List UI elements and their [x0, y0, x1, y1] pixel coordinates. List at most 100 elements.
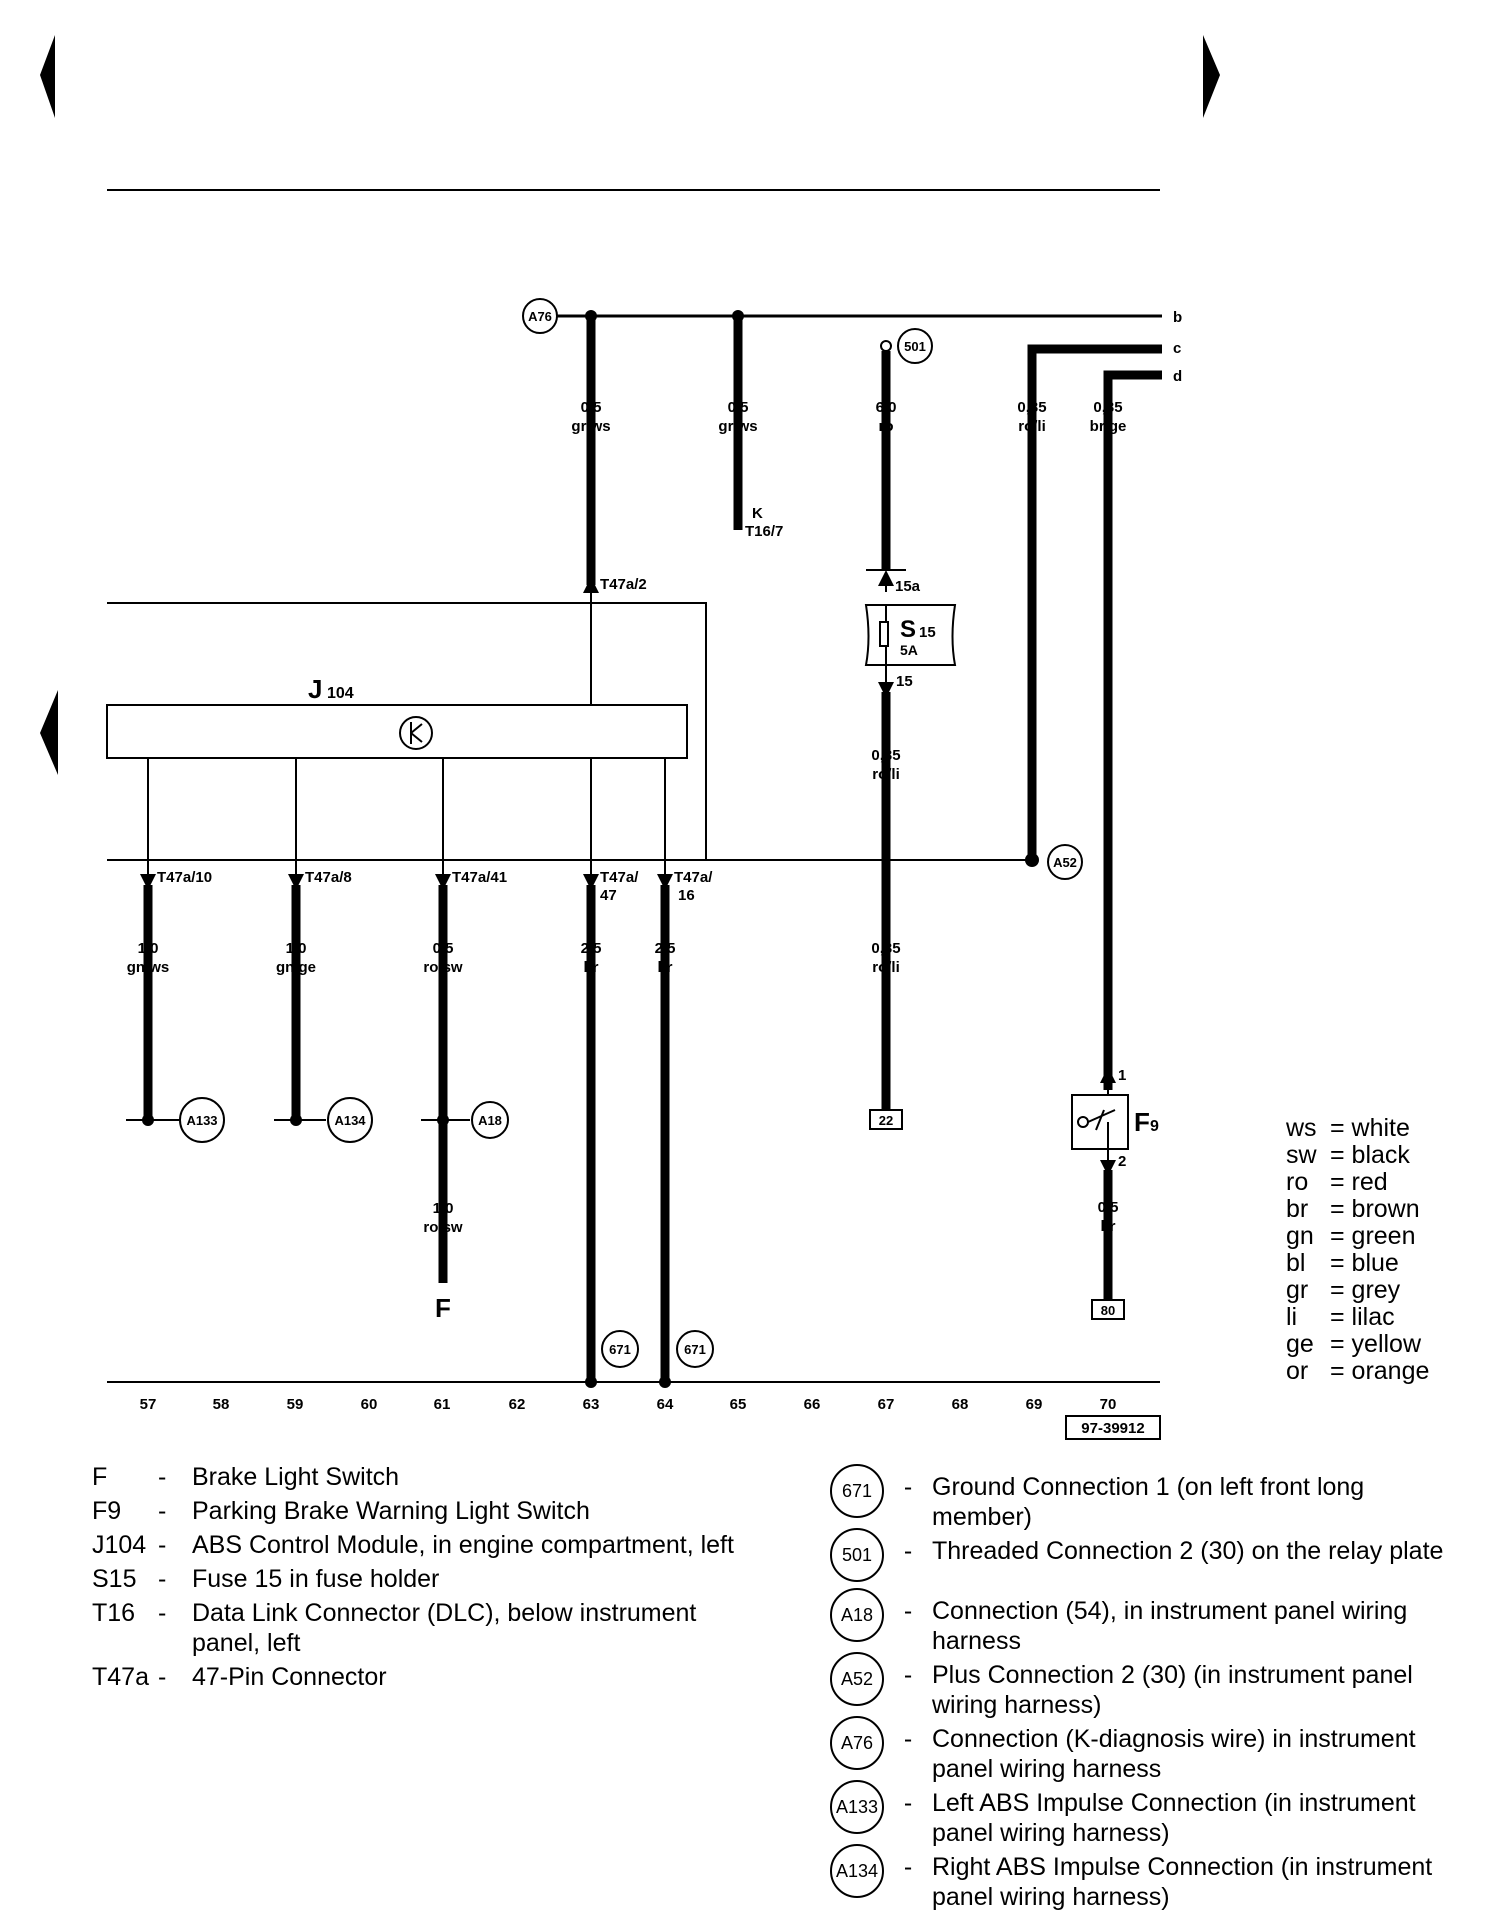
wire-w6-color: ro/li — [872, 766, 900, 783]
svg-text:A76: A76 — [528, 309, 552, 324]
color-key-row: gn= green — [1286, 1222, 1416, 1250]
track-number: 65 — [730, 1396, 747, 1413]
wire-w11-size: 2,5 — [581, 940, 602, 957]
color-key-row: br= brown — [1286, 1195, 1420, 1223]
pin-t47a-16-b: 16 — [678, 887, 695, 904]
fuse-label: S — [900, 616, 916, 643]
wire-w1-size: 0,5 — [581, 399, 602, 416]
box-22: 22 — [869, 1109, 903, 1130]
connection-ref-circle: A134 — [830, 1844, 884, 1898]
wire-w1-color: gr/ws — [571, 418, 610, 435]
track-number: 59 — [287, 1396, 304, 1413]
module-symbol-icon — [399, 716, 433, 750]
switch-f-label: F — [435, 1293, 451, 1323]
svg-text:671: 671 — [684, 1342, 706, 1357]
track-number: 63 — [583, 1396, 600, 1413]
dlc-pin: T16/7 — [745, 523, 783, 540]
svg-text:501: 501 — [904, 339, 926, 354]
wire-w4-color: ro/li — [1018, 418, 1046, 435]
wire-w6-size: 0,35 — [871, 747, 900, 764]
track-number: 69 — [1026, 1396, 1043, 1413]
wire-w13-color: ro/sw — [423, 1219, 463, 1236]
wire-w14-color: br — [1101, 1218, 1116, 1235]
bus-c-label: c — [1173, 340, 1181, 357]
switch-f9: F 9 — [1071, 1094, 1159, 1150]
color-key-row: li= lilac — [1286, 1303, 1395, 1331]
track-number: 70 — [1100, 1396, 1117, 1413]
wire-w8-size: 1,0 — [138, 940, 159, 957]
svg-text:22: 22 — [879, 1113, 893, 1128]
module-label: J — [308, 674, 322, 704]
legend-item: T16-Data Link Connector (DLC), below ins… — [92, 1599, 697, 1657]
switch-f9-sub: 9 — [1150, 1118, 1159, 1135]
ground-671-b: 671 — [676, 1330, 714, 1368]
connection-legend-item: A133-Left ABS Impulse Connection (in ins… — [830, 1780, 1470, 1848]
prev-page-arrow-icon[interactable] — [40, 35, 55, 118]
module-j104 — [106, 704, 688, 759]
track-number: 66 — [804, 1396, 821, 1413]
track-number: 67 — [878, 1396, 895, 1413]
pin-t47a-47-a: T47a/ — [600, 869, 639, 886]
connection-legend-item: A18-Connection (54), in instrument panel… — [830, 1588, 1470, 1656]
junction-dot — [290, 1114, 302, 1126]
dlc-letter: K — [752, 505, 763, 522]
track-number: 61 — [434, 1396, 451, 1413]
fuse-sub: 15 — [919, 624, 936, 641]
legend-item: J104-ABS Control Module, in engine compa… — [92, 1531, 734, 1559]
wire-w5-color: br/ge — [1090, 418, 1127, 435]
wire-w13-size: 1,0 — [433, 1200, 454, 1217]
wire-w10-size: 0,5 — [433, 940, 454, 957]
connection-ref-circle: A76 — [830, 1716, 884, 1770]
wire-w12-size: 2,5 — [655, 940, 676, 957]
module-frame — [107, 602, 707, 860]
bus-b-label: b — [1173, 309, 1182, 326]
continue-left-arrow-icon — [40, 690, 58, 775]
connector-a134: A134 — [327, 1097, 373, 1143]
next-page-arrow-icon[interactable] — [1203, 35, 1220, 118]
svg-text:A134: A134 — [334, 1113, 366, 1128]
connection-ref-circle: 671 — [830, 1464, 884, 1518]
box-80: 80 — [1091, 1299, 1125, 1320]
terminal-open — [880, 340, 892, 352]
wire-w9-size: 1,0 — [286, 940, 307, 957]
junction-dot — [585, 1376, 597, 1388]
junction-dot — [142, 1114, 154, 1126]
bus-d-label: d — [1173, 368, 1182, 385]
fuse-pin-in: 15a — [895, 578, 921, 595]
legend-item: F9-Parking Brake Warning Light Switch — [92, 1497, 590, 1525]
switch-pin2: 2 — [1118, 1153, 1126, 1170]
pin-t47a-2: T47a/2 — [600, 576, 647, 593]
fuse-rating: 5A — [900, 642, 918, 658]
svg-text:A133: A133 — [186, 1113, 217, 1128]
pin-t47a-10: T47a/10 — [157, 869, 212, 886]
connector-a133: A133 — [179, 1097, 225, 1143]
color-key-row: gr= grey — [1286, 1276, 1401, 1304]
wire-w14-size: 0,5 — [1098, 1199, 1119, 1216]
pin-t47a-41: T47a/41 — [452, 869, 507, 886]
pin-t47a-16-a: T47a/ — [674, 869, 713, 886]
connector-a76: A76 — [522, 298, 558, 334]
connection-ref-circle: A18 — [830, 1588, 884, 1642]
wiring-diagram: b c d A76 0,5 gr/ws T47a/2 0,5 gr/ws K T… — [40, 35, 1220, 1440]
module-sub: 104 — [327, 685, 354, 702]
component-legend: F-Brake Light Switch F9-Parking Brake Wa… — [92, 1462, 752, 1696]
wire-w9-color: gn/ge — [276, 959, 316, 976]
connection-legend-item: A76-Connection (K-diagnosis wire) in ins… — [830, 1716, 1470, 1784]
track-number: 68 — [952, 1396, 969, 1413]
bus-c — [1027, 344, 1162, 860]
legend-item: F-Brake Light Switch — [92, 1463, 400, 1491]
connection-legend-item: 671-Ground Connection 1 (on left front l… — [830, 1464, 1470, 1532]
connection-ref-circle: 501 — [830, 1528, 884, 1582]
connector-a18: A18 — [471, 1101, 509, 1139]
wire-w3-size: 6,0 — [876, 399, 897, 416]
svg-text:671: 671 — [609, 1342, 631, 1357]
track-number: 62 — [509, 1396, 526, 1413]
wire-w2-color: gr/ws — [718, 418, 757, 435]
wire-w7-size: 0,35 — [871, 940, 900, 957]
wire-w10-color: ro/sw — [423, 959, 463, 976]
color-key-row: sw= black — [1286, 1141, 1410, 1169]
connection-legend-item: A52-Plus Connection 2 (30) (in instrumen… — [830, 1652, 1470, 1720]
junction-dot — [585, 310, 597, 322]
connection-legend-item: 501-Threaded Connection 2 (30) on the re… — [830, 1528, 1470, 1582]
connection-ref-circle: A133 — [830, 1780, 884, 1834]
